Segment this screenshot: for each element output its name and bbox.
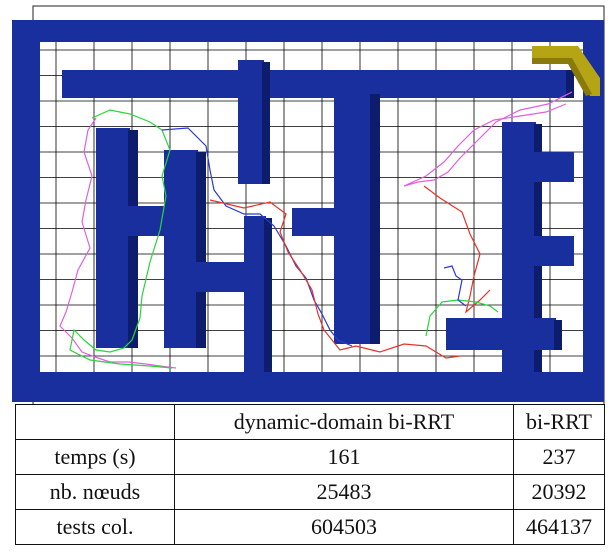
wall-h-left [96,128,130,348]
wall-t-arm [292,208,344,236]
wall-comb-tooth-1 [528,152,574,182]
wall-comb-foot-shade [554,320,562,350]
table-row: nb. nœuds 25483 20392 [15,474,605,510]
table-cell: 20392 [513,474,605,510]
path-red-right [423,185,491,314]
wall-h-link [196,262,256,292]
robot-shade [532,58,592,96]
wall-center-lower-shade [264,218,272,372]
planned-paths [59,91,573,369]
table-cell: 237 [513,439,605,475]
table-header-cell [15,404,175,440]
wall-t-stem-shade [370,94,380,344]
wall-h-right-shade [196,152,206,348]
table-header-cell: dynamic-domain bi-RRT [174,404,514,440]
path-magenta [59,117,177,369]
path-blue [161,127,353,347]
path-blue-right [443,265,467,307]
path-magenta-right [403,91,573,187]
table-row: temps (s) 161 237 [15,439,605,475]
path-green [69,109,173,369]
table-cell: 161 [174,439,514,475]
wall-bottom [12,372,604,402]
wall-h-left-shade [128,130,138,348]
robot [532,46,600,96]
results-table: dynamic-domain bi-RRT bi-RRT temps (s) 1… [15,404,605,545]
table-header-row: dynamic-domain bi-RRT bi-RRT [15,404,605,440]
wall-center-upper [238,60,264,184]
maze-scene [12,5,605,404]
wall-top-bar-shade [566,70,574,98]
wall-comb-foot [446,318,556,350]
wall-right [583,20,604,392]
wall-top-bar [62,70,568,98]
wall-center-upper-shade [262,62,270,184]
wall-center-lower [244,216,266,372]
wall-left [12,20,40,392]
table-cell: 464137 [513,509,605,545]
table-header-cell: bi-RRT [513,404,605,440]
maze-walls [12,20,604,402]
table-row-label: tests col. [15,509,175,545]
wall-h-bar [120,206,174,236]
path-red [209,199,461,359]
table-cell: 25483 [174,474,514,510]
wall-h-right [164,150,198,348]
table-cell: 604503 [174,509,514,545]
table-row-label: temps (s) [15,439,175,475]
wall-top [12,20,604,42]
table-row-label: nb. nœuds [15,474,175,510]
wall-comb-tooth-2 [528,236,574,266]
table-row: tests col. 604503 464137 [15,509,605,545]
